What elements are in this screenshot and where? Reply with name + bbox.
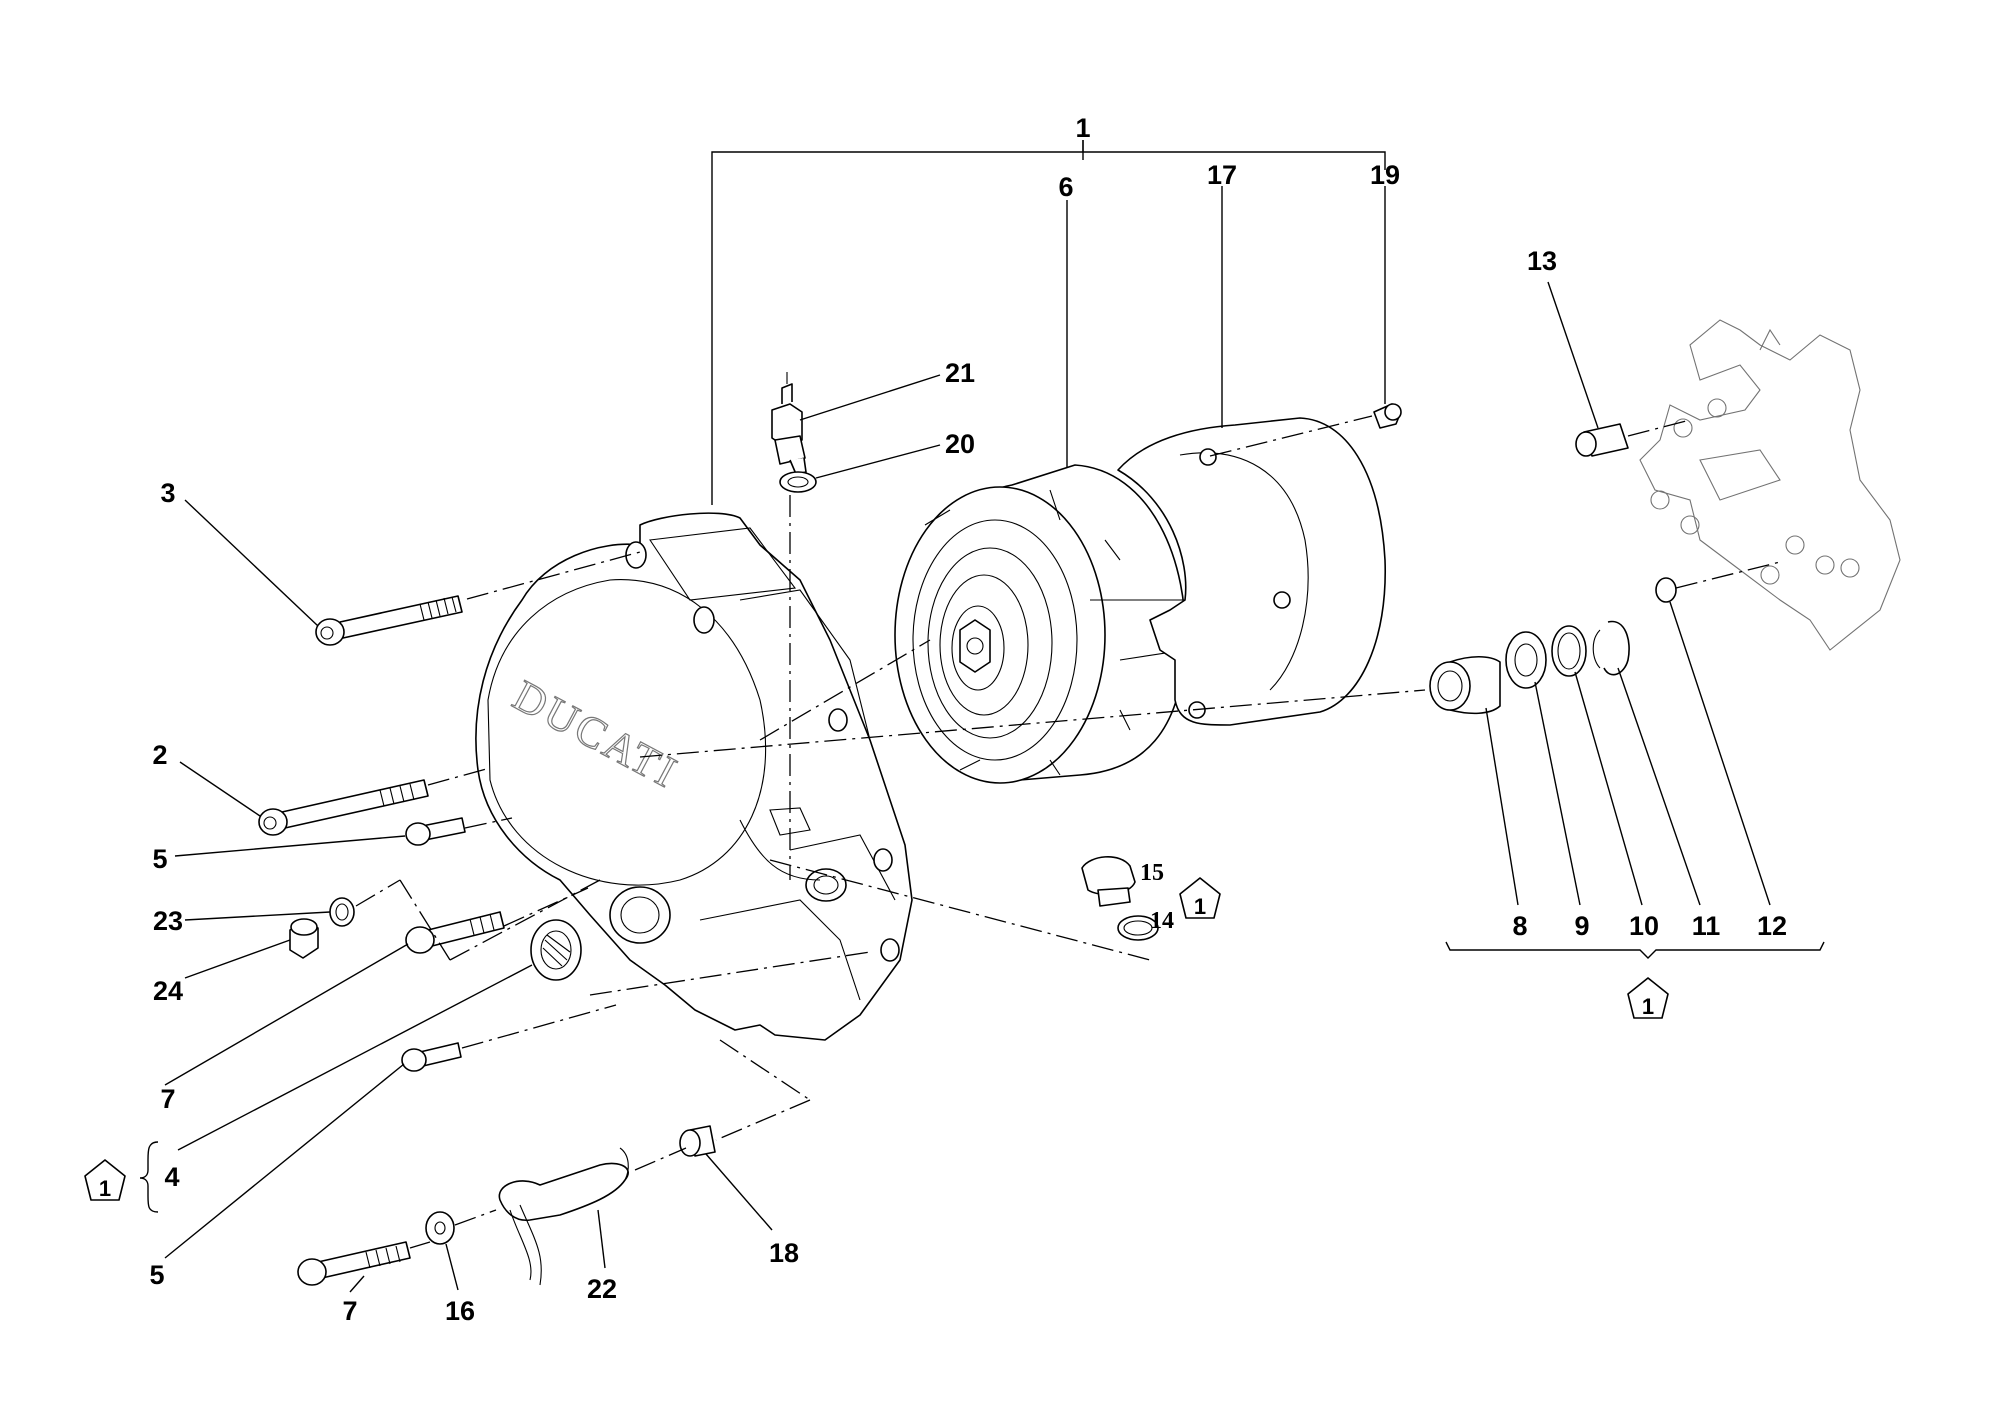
callout-14: 14 <box>1150 908 1174 934</box>
callout-20: 20 <box>945 429 975 459</box>
callout-9: 9 <box>1574 911 1589 941</box>
kit-marker-cover: 1 <box>1179 877 1221 919</box>
callout-7-lower: 7 <box>342 1296 357 1326</box>
oil-cap-15 <box>1081 856 1136 907</box>
callout-labels: 1 6 17 19 13 21 20 3 2 5 23 24 7 4 5 7 1… <box>149 113 1787 1326</box>
svg-text:1: 1 <box>1194 894 1206 919</box>
callout-12: 12 <box>1757 911 1787 941</box>
callout-15: 15 <box>1140 860 1164 886</box>
leader-lines <box>139 140 1825 1293</box>
callout-4: 4 <box>164 1162 179 1192</box>
callout-11: 11 <box>1692 911 1721 941</box>
callout-21: 21 <box>945 358 975 388</box>
callout-5-upper: 5 <box>152 844 167 874</box>
bolt-5-lower <box>401 1042 462 1072</box>
crankcase-outline <box>1639 319 1901 651</box>
bolt-7-lower <box>297 1241 411 1286</box>
kit-marker-stack: 1 <box>1627 977 1669 1019</box>
callout-5-lower: 5 <box>149 1260 164 1290</box>
washer-10 <box>1551 625 1587 677</box>
seal-4 <box>530 919 582 981</box>
o-ring-12 <box>1655 577 1677 603</box>
callout-2: 2 <box>152 740 167 770</box>
washer-20 <box>779 471 817 493</box>
plug-24 <box>289 918 319 959</box>
bushing-8 <box>1429 655 1501 715</box>
clutch-pressure-plate <box>894 464 1187 784</box>
callout-8: 8 <box>1512 911 1527 941</box>
spring-clip-22 <box>498 1147 629 1286</box>
callout-13: 13 <box>1527 246 1557 276</box>
screw-19 <box>1373 403 1402 429</box>
outer-cover-dome <box>1117 417 1386 726</box>
dowel-13 <box>1575 423 1629 457</box>
circlip-11 <box>1592 620 1630 676</box>
callout-10: 10 <box>1629 911 1659 941</box>
bolt-2 <box>258 779 429 836</box>
washer-16 <box>425 1211 455 1245</box>
bolt-3 <box>315 595 463 646</box>
callout-6: 6 <box>1058 172 1073 202</box>
callout-18: 18 <box>769 1238 799 1268</box>
bolt-5-upper <box>405 817 466 846</box>
o-ring-14 <box>1117 915 1159 941</box>
kit-marker-seal: 1 <box>84 1159 126 1201</box>
callout-24: 24 <box>153 976 183 1006</box>
svg-text:1: 1 <box>1642 994 1654 1019</box>
svg-text:1: 1 <box>99 1176 111 1201</box>
bearing-9 <box>1505 631 1547 689</box>
washer-23 <box>329 897 355 927</box>
callout-19: 19 <box>1370 160 1400 190</box>
callout-17: 17 <box>1207 160 1237 190</box>
callout-22: 22 <box>587 1274 617 1304</box>
callout-1: 1 <box>1075 113 1090 143</box>
assembly-axis-lines <box>355 415 1781 1249</box>
callout-16: 16 <box>445 1296 475 1326</box>
callout-7-upper: 7 <box>160 1084 175 1114</box>
callout-3: 3 <box>160 478 175 508</box>
clutch-cover: DUCATI <box>475 512 913 1041</box>
sensor-21 <box>771 372 807 475</box>
callout-23: 23 <box>153 906 183 936</box>
spacer-18 <box>679 1125 716 1157</box>
bolt-7-upper <box>405 911 505 954</box>
